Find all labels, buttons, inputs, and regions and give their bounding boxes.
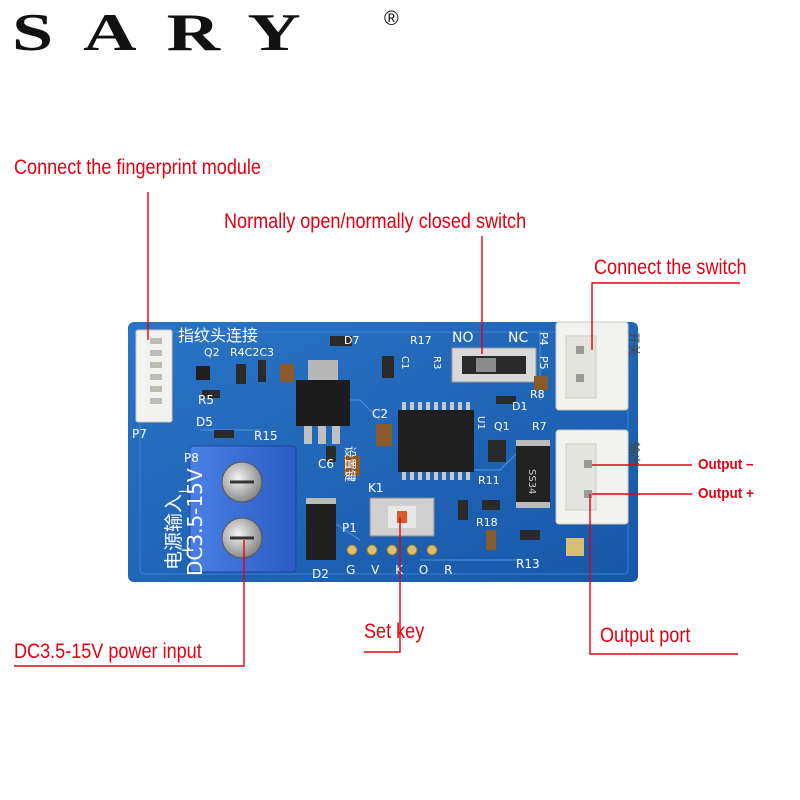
silk-p5: P5: [537, 356, 550, 370]
silk-d1: D1: [512, 400, 527, 413]
output-connector: [555, 429, 629, 525]
label-output-minus: Output –: [698, 456, 754, 473]
silk-c6: C6: [318, 457, 334, 471]
silk-c2: C2: [372, 407, 388, 421]
silk-r8: R8: [530, 388, 545, 401]
p1-header: [346, 544, 438, 556]
label-power-input: DC3.5-15V power input: [14, 640, 202, 663]
power-terminal-block: [189, 445, 297, 573]
silk-d2: D2: [312, 567, 329, 581]
label-output-port: Output port: [600, 624, 691, 647]
silk-k1: K1: [368, 481, 384, 495]
silk-c1: C1: [399, 356, 410, 369]
silk-r7: R7: [532, 420, 547, 433]
silk-ss34: SS34: [526, 469, 537, 494]
label-output-plus: Output +: [698, 485, 754, 502]
silk-r15: R15: [254, 429, 278, 443]
label-connect-switch: Connect the switch: [594, 256, 747, 279]
silk-no: NO: [452, 330, 474, 346]
silk-switch-cn: 开关: [627, 332, 641, 356]
smd-components: [196, 336, 584, 556]
silk-r4c2c3: R4C2C3: [230, 346, 274, 359]
set-key-button: [369, 497, 435, 537]
silk-d5: D5: [196, 415, 213, 429]
silk-power-cn: 电源输入: [163, 494, 185, 570]
silk-plus: +: [180, 540, 195, 561]
line-power: [14, 540, 245, 667]
silk-setkey-cn: 设置键: [343, 446, 357, 482]
voltage-regulator: [296, 360, 350, 444]
no-nc-slide-switch: [451, 347, 537, 383]
main-ic: [398, 402, 474, 480]
label-set-key: Set key: [364, 620, 425, 643]
silk-u1: U1: [475, 416, 486, 430]
ss34-diode: [516, 440, 550, 508]
silk-pins: G V K O R: [346, 563, 458, 577]
silk-r18: R18: [476, 516, 498, 529]
silk-output-cn: 输出: [627, 442, 642, 466]
callout-lines: [14, 192, 740, 667]
silk-p1: P1: [342, 521, 357, 535]
silk-p4: P4: [537, 332, 550, 346]
silk-p7: P7: [132, 427, 147, 441]
silk-nc: NC: [508, 330, 528, 346]
registered-mark: ®: [384, 8, 399, 30]
fingerprint-connector: [135, 329, 173, 423]
silk-r17: R17: [410, 334, 432, 347]
silk-r3: R3: [431, 356, 442, 369]
d2-diode: [306, 498, 336, 560]
silk-fingerprint-cn: 指纹头连接: [178, 326, 258, 345]
silk-q2: Q2: [204, 346, 220, 359]
silk-voltage: DC3.5-15V: [183, 468, 207, 576]
silk-r5: R5: [198, 393, 214, 407]
switch-connector: [555, 321, 629, 411]
line-set-key: [364, 518, 401, 653]
brand-logo: SARY: [12, 3, 331, 63]
silk-p8: P8: [184, 451, 199, 465]
line-connect-switch: [591, 282, 740, 350]
silk-q1: Q1: [494, 420, 510, 433]
silk-r13: R13: [516, 557, 540, 571]
silk-d7: D7: [344, 334, 359, 347]
label-fingerprint: Connect the fingerprint module: [14, 156, 261, 179]
silk-minus: —: [178, 481, 194, 500]
line-output-port: [589, 494, 738, 655]
label-no-nc-switch: Normally open/normally closed switch: [224, 210, 527, 233]
silk-r11: R11: [478, 474, 500, 487]
